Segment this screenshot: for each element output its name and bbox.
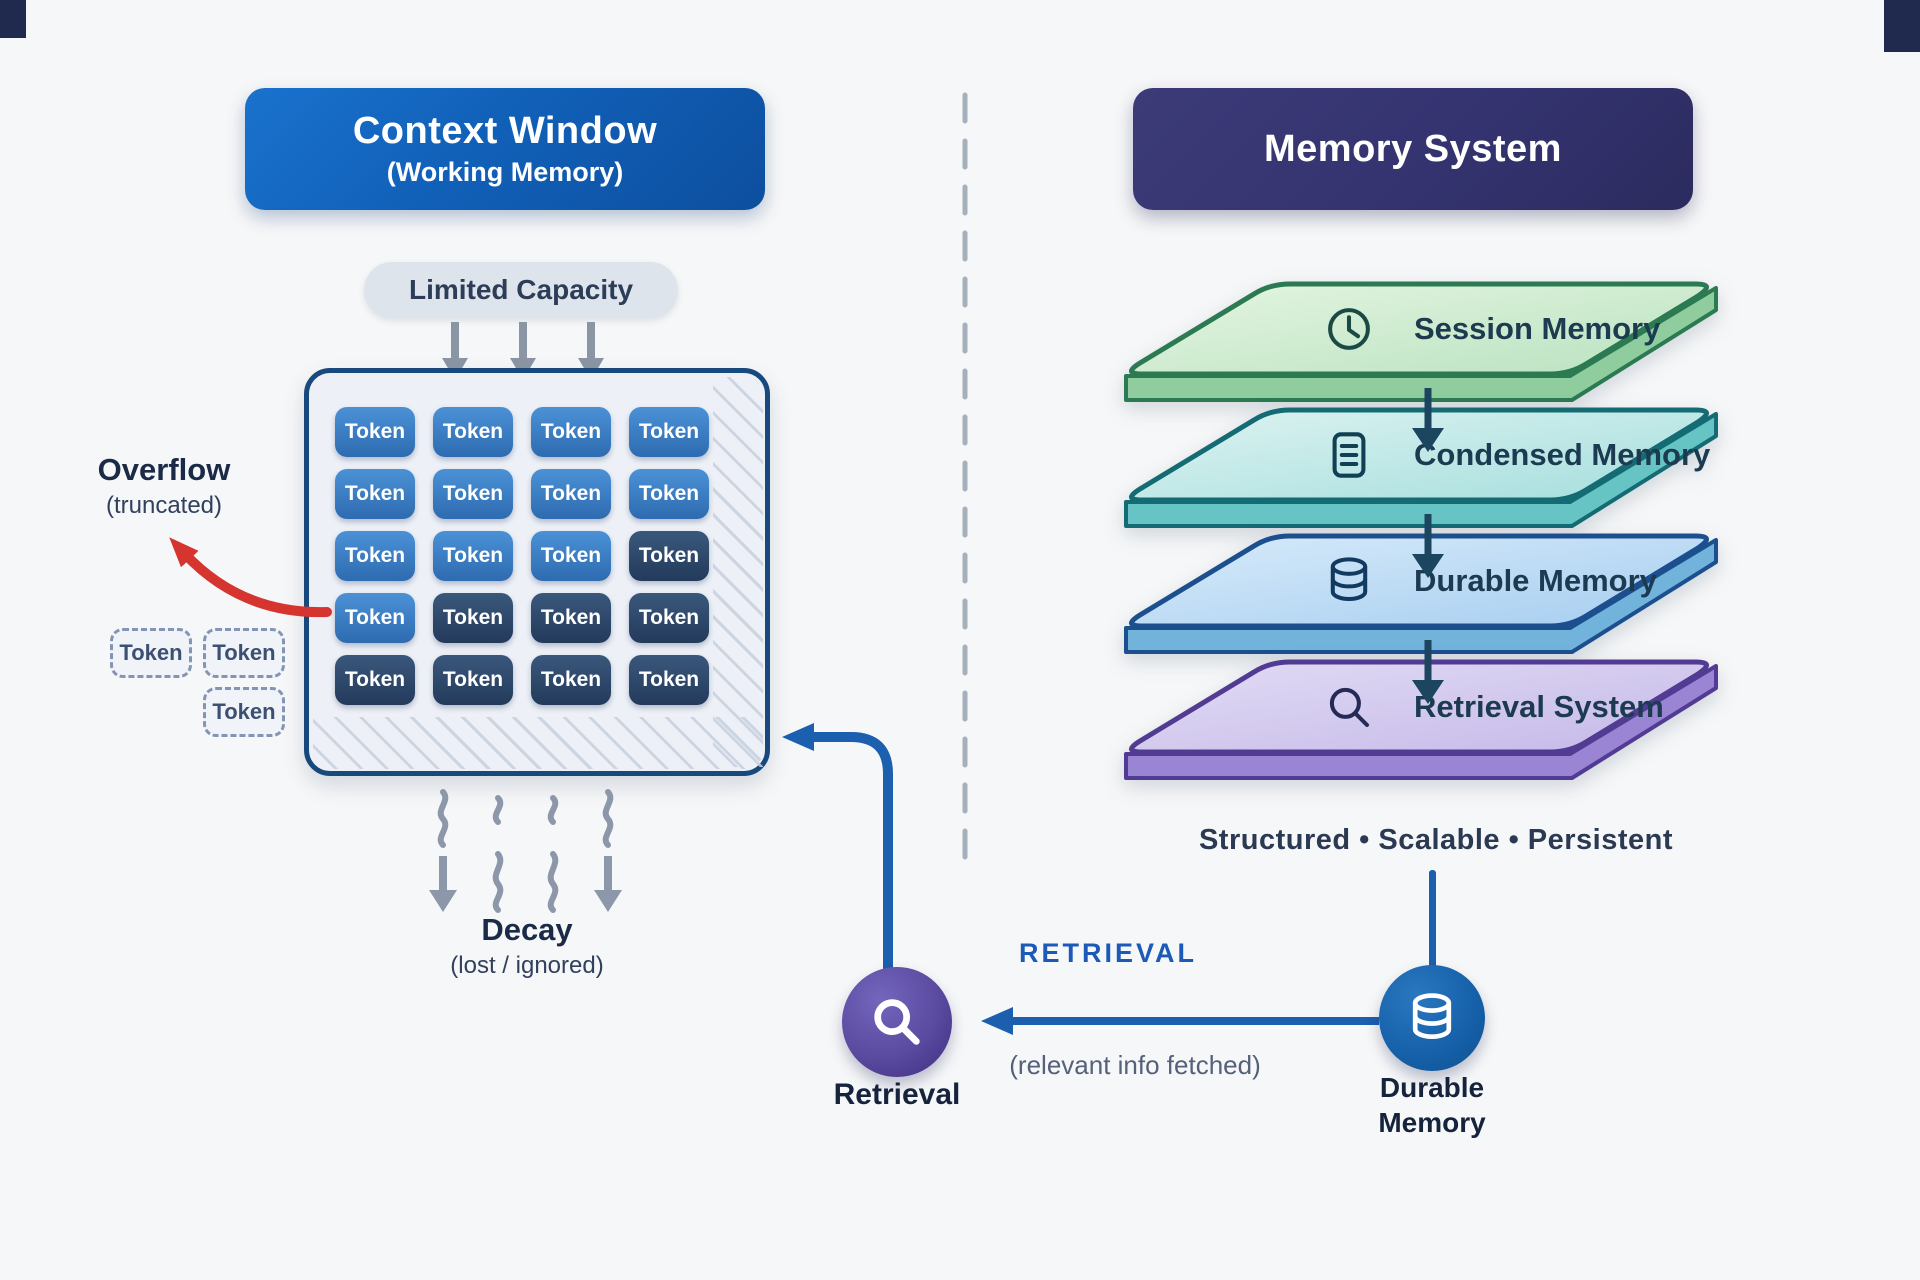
token-chip: Token — [629, 469, 709, 519]
context-window-title: Context Window — [352, 110, 658, 152]
search-icon — [874, 999, 920, 1045]
corner-artifact-left — [0, 0, 26, 38]
dashed-divider — [962, 92, 968, 878]
overflow-title: Overflow — [97, 452, 231, 487]
durable-node-label: Durable Memory — [1352, 1070, 1512, 1140]
ghost-token-label: Token — [212, 640, 276, 665]
search-icon — [1329, 687, 1370, 728]
durable-node-label-line1: Durable — [1379, 1072, 1485, 1103]
token-chip: Token — [531, 469, 611, 519]
layer-flow-arrow — [1412, 514, 1444, 578]
token-chip: Token — [433, 407, 513, 457]
slab-shape — [1124, 407, 1718, 528]
layer-durable-memory: Durable Memory — [1112, 528, 1737, 680]
ghost-token-label: Token — [212, 699, 276, 724]
token-chip: Token — [531, 407, 611, 457]
retrieval-caps-label: RETRIEVAL — [1018, 938, 1197, 968]
token-chip: Token — [433, 469, 513, 519]
memory-system-title: Memory System — [1264, 127, 1562, 170]
slab-shape — [1124, 533, 1718, 654]
free-space-hatch-right — [713, 377, 763, 767]
token-chip: Token — [335, 593, 415, 643]
ghost-token: Token — [110, 628, 192, 678]
decay-title: Decay — [481, 912, 573, 947]
token-chip: Token — [335, 407, 415, 457]
clock-icon — [1328, 308, 1370, 350]
overflow-arrow — [169, 537, 332, 618]
corner-artifact-right — [1884, 0, 1920, 52]
layer-label: Condensed Memory — [1414, 437, 1711, 472]
memory-system-header: Memory System — [1133, 88, 1693, 210]
database-icon — [1330, 557, 1368, 602]
token-chip: Token — [433, 655, 513, 705]
decay-subtitle: (lost / ignored) — [450, 952, 604, 979]
durable-memory-node — [1379, 965, 1485, 1071]
layer-condensed-memory: Condensed Memory — [1112, 402, 1737, 554]
token-chip: Token — [629, 531, 709, 581]
layer-retrieval-system: Retrieval System — [1112, 654, 1737, 806]
layer-flow-arrow — [1412, 388, 1444, 452]
ghost-token: Token — [203, 687, 285, 737]
durable-node-label-line2: Memory — [1378, 1107, 1486, 1138]
durable-connector-line — [1429, 870, 1436, 968]
limited-capacity-label: Limited Capacity — [408, 274, 634, 305]
database-icon — [1412, 993, 1452, 1039]
context-window-subtitle: (Working Memory) — [386, 157, 624, 187]
layer-session-memory: Session Memory — [1112, 276, 1737, 428]
slab-shape — [1124, 281, 1718, 402]
token-chip: Token — [629, 407, 709, 457]
free-space-hatch-bottom — [313, 717, 763, 769]
limited-capacity-pill: Limited Capacity — [364, 262, 678, 318]
layer-label: Session Memory — [1414, 311, 1661, 346]
token-chip: Token — [335, 655, 415, 705]
memory-tagline: Structured • Scalable • Persistent — [1198, 824, 1674, 856]
retrieval-to-context-arrow — [782, 723, 893, 984]
slab-shape — [1124, 659, 1718, 780]
retrieval-node — [842, 967, 952, 1077]
token-chip: Token — [629, 593, 709, 643]
durable-to-retrieval-arrow — [981, 1007, 1379, 1035]
fetched-note: (relevant info fetched) — [1009, 1050, 1261, 1080]
token-chip: Token — [531, 593, 611, 643]
token-chip: Token — [531, 531, 611, 581]
token-chip: Token — [335, 469, 415, 519]
document-icon — [1332, 432, 1366, 478]
ghost-token: Token — [203, 628, 285, 678]
token-chip: Token — [335, 531, 415, 581]
ghost-token-label: Token — [119, 640, 183, 665]
retrieval-node-label: Retrieval — [833, 1078, 961, 1111]
decay-caption: Decay (lost / ignored) — [402, 912, 652, 980]
layer-label: Retrieval System — [1414, 689, 1664, 724]
token-chip: Token — [433, 531, 513, 581]
token-chip: Token — [629, 655, 709, 705]
layer-flow-arrow — [1412, 640, 1444, 704]
token-chip: Token — [433, 593, 513, 643]
context-window-header: Context Window (Working Memory) — [245, 88, 765, 210]
overflow-subtitle: (truncated) — [105, 492, 223, 519]
overflow-caption: Overflow (truncated) — [58, 452, 270, 520]
token-chip: Token — [531, 655, 611, 705]
layer-label: Durable Memory — [1414, 563, 1657, 598]
decay-squiggle-arrows — [429, 789, 622, 913]
